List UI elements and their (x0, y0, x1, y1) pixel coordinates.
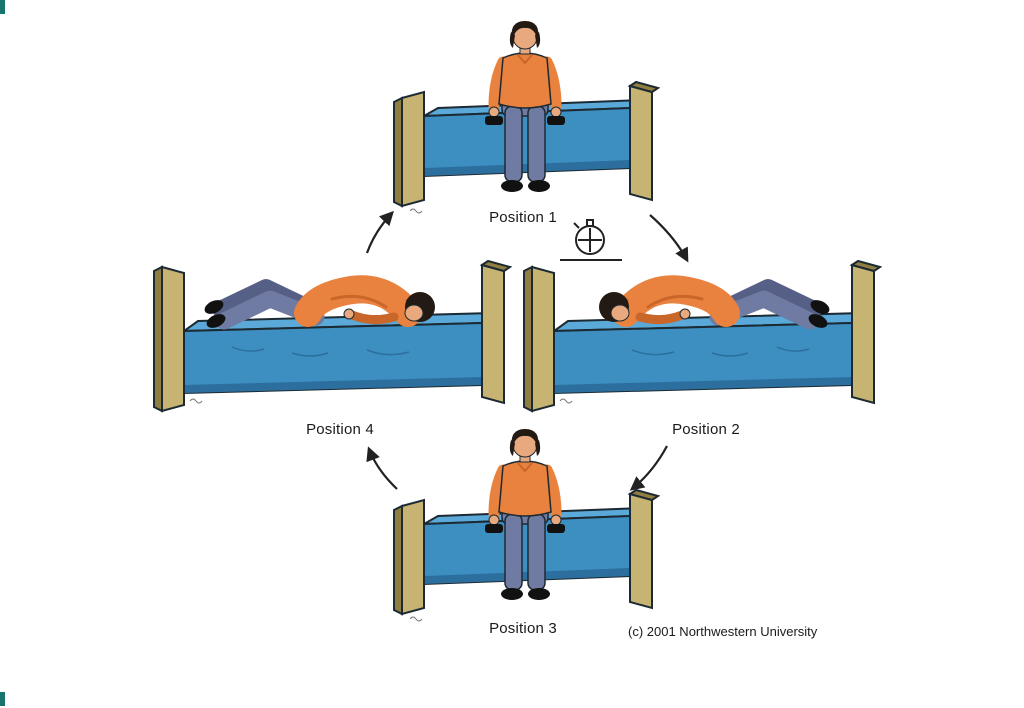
arrow-pos1-to-pos2-icon (649, 214, 689, 263)
label-position-3: Position 3 (489, 620, 557, 637)
hand-weight-icon (485, 524, 503, 533)
edge-artifact-top (0, 0, 5, 14)
artist-signature (559, 398, 573, 404)
bed-frame (393, 80, 660, 214)
scene-position-2-lying (523, 259, 882, 413)
artist-signature (409, 208, 423, 214)
shoe-icon (501, 588, 523, 600)
shoe-icon (810, 300, 830, 314)
scene-position-1-sitting (393, 21, 660, 214)
hand-weight-icon (547, 524, 565, 533)
artist-signature (409, 616, 423, 622)
person-sitting (485, 429, 565, 600)
shoe-icon (528, 588, 550, 600)
label-position-4: Position 4 (306, 421, 374, 438)
label-position-1: Position 1 (489, 209, 557, 226)
shoe-icon (501, 180, 523, 192)
person-sitting (485, 21, 565, 192)
scene-position-4-lying (153, 259, 512, 413)
hand-weight-icon (485, 116, 503, 125)
arrow-pos4-to-pos1-icon (365, 210, 394, 254)
shoe-icon (206, 314, 226, 328)
shoe-icon (204, 300, 224, 314)
artist-signature (189, 398, 203, 404)
copyright-text: (c) 2001 Northwestern University (628, 624, 818, 639)
label-position-2: Position 2 (672, 421, 740, 438)
shoe-icon (528, 180, 550, 192)
bed-frame (153, 259, 512, 413)
person-lying (599, 275, 830, 330)
edge-artifact-bottom (0, 692, 5, 706)
scene-position-3-sitting (393, 429, 660, 622)
hand-weight-icon (547, 116, 565, 125)
person-lying (204, 275, 435, 330)
bed-frame (523, 259, 882, 413)
shoe-icon (808, 314, 828, 328)
stopwatch-icon (560, 219, 622, 261)
